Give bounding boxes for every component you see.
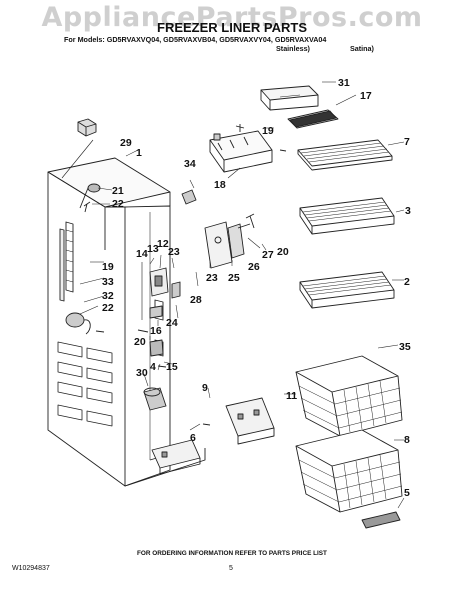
part-22-screw [83,201,91,213]
part-19-screw [235,124,245,132]
callout-20-top: 20 [277,246,289,258]
part-34-clip [181,189,197,205]
part-5-trim [361,511,401,529]
part-8-wire-basket [295,429,403,513]
part-26-control-panel [204,213,255,269]
callout-31: 31 [338,77,350,89]
callout-19-top: 19 [262,125,274,137]
part-12-control [149,267,169,297]
part-19b-screw [279,149,287,152]
callout-16: 16 [150,325,162,337]
callout-22-low: 22 [102,302,114,314]
callout-3: 3 [405,205,411,217]
part-18-housing [209,130,273,173]
part-32-thermistor [65,312,91,335]
callout-4: 4 [150,361,156,373]
callout-11: 11 [286,390,297,402]
callout-21: 21 [112,185,124,197]
page-number: 5 [229,565,233,572]
doc-number: W10294837 [12,565,50,572]
callout-1: 1 [136,147,142,159]
callout-7: 7 [404,136,410,148]
callout-26: 26 [248,261,260,273]
ordering-note: FOR ORDERING INFORMATION REFER TO PARTS … [137,550,327,557]
callout-20-low: 20 [134,336,146,348]
callout-30: 30 [136,367,148,379]
callout-5: 5 [404,487,410,499]
callout-33: 33 [102,276,114,288]
part-17-cover [287,109,339,129]
callout-19-left: 19 [102,261,114,273]
part-22b-screw [95,330,105,333]
part-15-bulb [149,339,164,357]
freezer-liner [47,157,206,487]
callout-23-top: 23 [168,246,180,258]
callout-8: 8 [404,434,410,446]
watermark: AppliancePartsPros.com [41,2,423,33]
callout-35: 35 [399,341,411,353]
part-3-wire-shelf [299,197,395,235]
callout-18: 18 [214,179,226,191]
part-7-wire-shelf [297,139,393,171]
part-2-wire-shelf [299,271,395,309]
variant-stainless: Stainless) [276,44,310,53]
callout-2: 2 [404,276,410,288]
part-35-wire-basket [295,355,403,437]
callout-25: 25 [228,272,240,284]
callout-28: 28 [190,294,202,306]
callout-22-top: 22 [112,198,124,210]
models-line: For Models: GD5RVAXVQ04, GD5RVAXVB04, GD… [64,35,327,44]
part-30-tube [143,387,167,411]
callout-9: 9 [202,382,208,394]
callout-17: 17 [360,90,372,102]
variant-satina: Satina) [349,44,374,53]
page-title: FREEZER LINER PARTS [157,20,307,35]
part-33-light-strip [59,228,65,302]
callout-12: 12 [157,238,169,250]
part-24-switch [171,281,181,299]
callout-27: 27 [262,249,274,261]
part-21-lamp-socket [79,183,101,209]
callout-13: 13 [147,243,159,255]
callout-32: 32 [102,290,114,302]
part-16-knob [149,305,163,319]
part-6-rail [151,439,201,475]
callout-6: 6 [190,432,196,444]
callout-14: 14 [136,248,148,260]
part-31-shelf-bracket [260,85,319,111]
callout-23-low: 23 [206,272,218,284]
part-9-screw [202,423,211,426]
part-11-rail [225,397,275,445]
callout-29: 29 [120,137,132,149]
part-29-bracket [77,118,97,137]
part-20-screw [137,329,149,333]
callout-15: 15 [166,361,178,373]
model-variants: Stainless) Satina) [276,44,374,53]
callout-24: 24 [166,317,178,329]
callout-34: 34 [184,158,196,170]
